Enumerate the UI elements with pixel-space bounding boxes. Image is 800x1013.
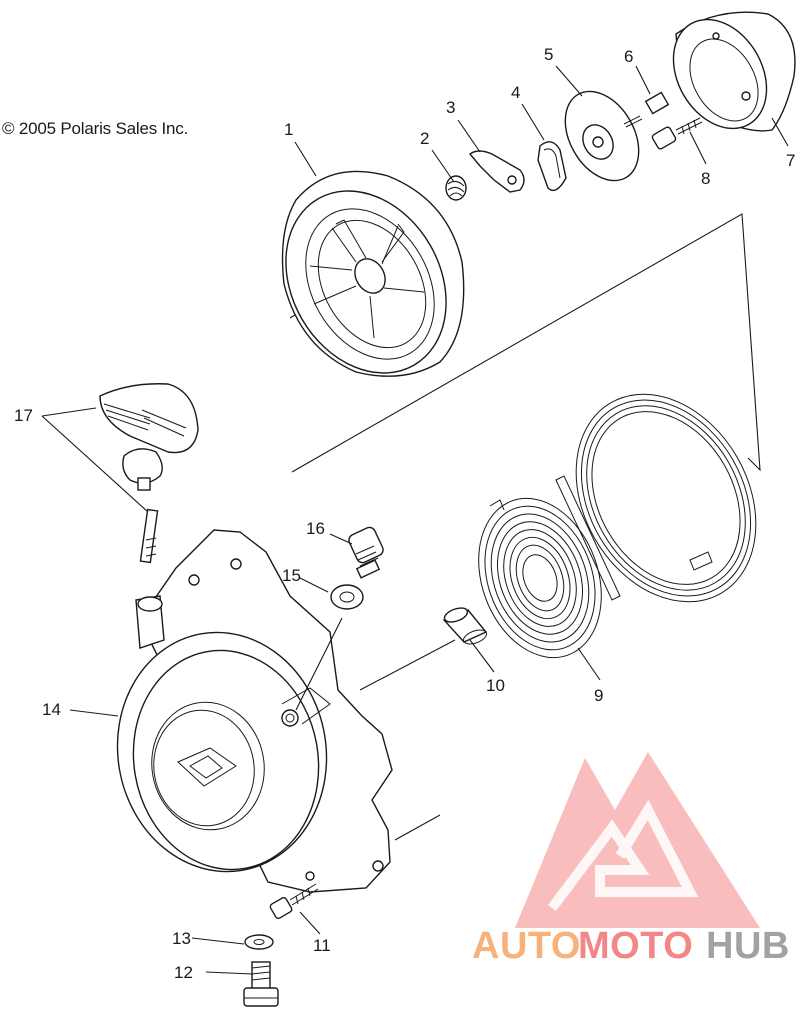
callout-5: 5	[544, 45, 553, 64]
copyright-notice: © 2005 Polaris Sales Inc.	[2, 119, 189, 138]
part-8-bolt	[651, 117, 703, 150]
callout-2: 2	[420, 129, 429, 148]
part-5-plate	[564, 90, 640, 182]
part-13-washer	[244, 934, 274, 950]
callout-7: 7	[786, 151, 795, 170]
part-12-fitting	[243, 961, 279, 1007]
part-6-bolt	[623, 91, 670, 128]
callout-13: 13	[172, 929, 191, 948]
callout-11: 11	[313, 936, 331, 955]
part-1-pulley	[281, 170, 465, 377]
callout-numbers: 1 2 3 4 5 6 7 8 9 10 11 12 13 14 15 16 1…	[14, 45, 795, 982]
callout-8: 8	[701, 169, 710, 188]
part-14-housing	[116, 529, 393, 893]
part-7-cover	[672, 11, 796, 132]
logo-text-auto: AUTO	[472, 925, 581, 967]
callout-6: 6	[624, 47, 633, 66]
part-16-plug	[348, 526, 384, 579]
part-9-recoil-spring	[478, 497, 602, 659]
part-3-pawl	[468, 150, 525, 193]
part-15-washer	[330, 584, 364, 610]
logo-text-hub: HUB	[706, 925, 790, 967]
logo-text-moto: MOTO	[578, 925, 693, 967]
callout-1: 1	[284, 120, 293, 139]
automotohub-logo: AUTO MOTO HUB	[472, 752, 790, 967]
callout-12: 12	[174, 963, 193, 982]
part-17-handle	[99, 383, 199, 564]
callout-10: 10	[486, 676, 505, 695]
callout-16: 16	[306, 519, 325, 538]
part-10-bushing	[442, 607, 488, 645]
callout-4: 4	[511, 83, 520, 102]
part-11-bolt	[269, 883, 319, 920]
callout-9: 9	[594, 686, 603, 705]
callout-15: 15	[282, 566, 301, 585]
callout-3: 3	[446, 98, 455, 117]
part-4-clip	[537, 141, 567, 192]
leader-lines	[41, 65, 789, 975]
callout-14: 14	[42, 700, 61, 719]
part-2-spring	[445, 175, 467, 201]
rope-coil	[555, 393, 757, 603]
callout-17: 17	[14, 406, 33, 425]
